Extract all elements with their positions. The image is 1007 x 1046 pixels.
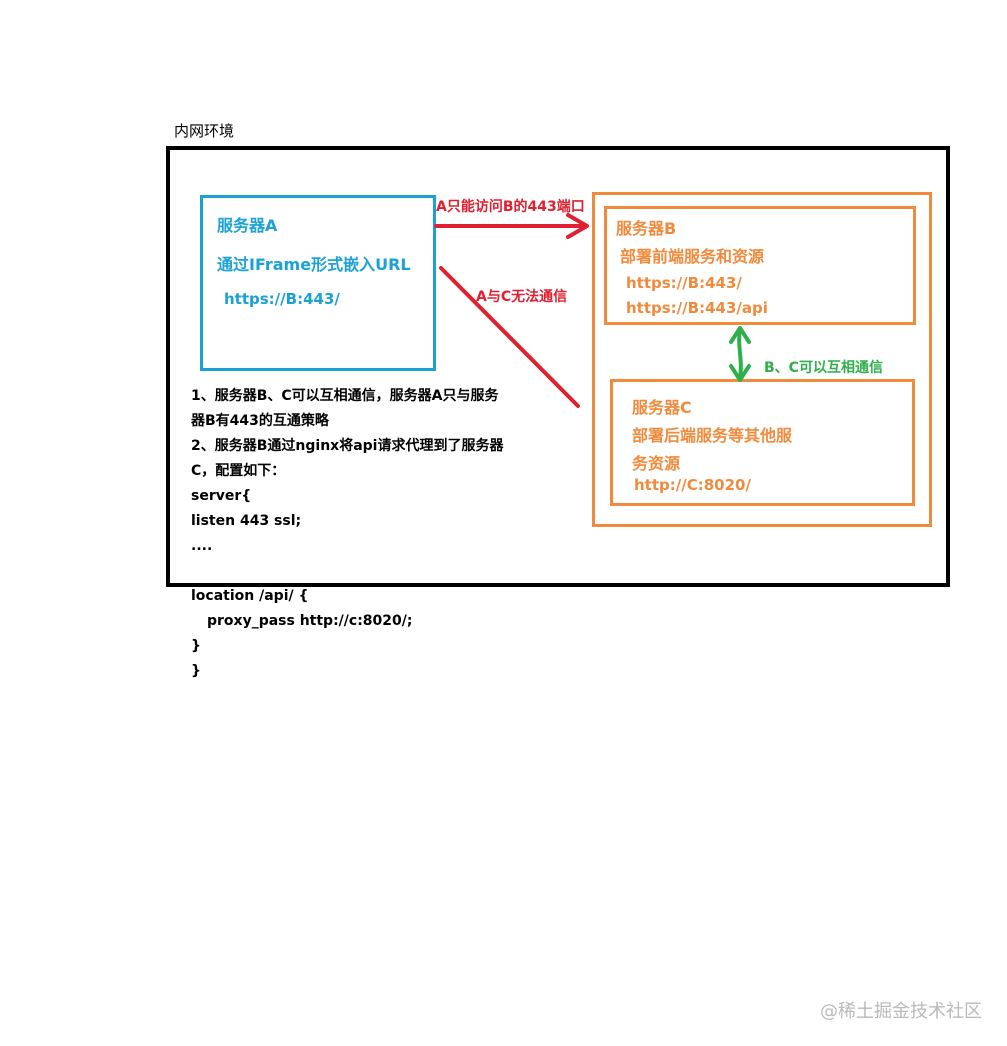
note-line: 1、服务器B、C可以互相通信，服务器A只与服务 [191,388,499,404]
config-line [191,559,503,584]
notes-block: 1、服务器B、C可以互相通信，服务器A只与服务 器B有443的互通策略 2、服务… [191,384,503,684]
server-c-desc-line-2: 务资源 [632,454,681,473]
config-line: location /api/ { [191,588,309,604]
config-line: } [191,638,201,654]
server-b-desc: 部署前端服务和资源 [620,247,765,266]
note-line: 器B有443的互通策略 [191,413,329,429]
edge-label-a-c: A与C无法通信 [476,289,568,305]
arrow-b-c-bidirectional [729,326,751,382]
server-bc-group [592,192,932,527]
environment-label: 内网环境 [174,122,235,140]
server-b-name: 服务器B [616,219,677,238]
server-a-url: https://B:443/ [224,290,340,308]
server-c-desc-line-1: 部署后端服务等其他服 [632,426,793,445]
server-b-box: 服务器B 部署前端服务和资源 https://B:443/ https://B:… [604,206,916,325]
edge-label-a-to-b: A只能访问B的443端口 [436,199,585,215]
line-a-c-blocked [439,266,580,408]
note-line: C，配置如下： [191,463,286,479]
watermark: @稀土掘金技术社区 [820,1001,982,1022]
config-line: .... [191,538,213,554]
server-c-name: 服务器C [632,398,692,417]
config-line: server{ [191,488,252,504]
edge-label-b-c: B、C可以互相通信 [764,360,883,376]
server-a-desc: 通过IFrame形式嵌入URL [217,255,411,274]
arrow-a-to-b [434,213,589,239]
note-line: 2、服务器B通过nginx将api请求代理到了服务器 [191,438,504,454]
config-line: } [191,663,201,679]
server-b-url-1: https://B:443/ [626,274,742,292]
config-line: listen 443 ssl; [191,513,302,529]
server-a-box: 服务器A 通过IFrame形式嵌入URL https://B:443/ [200,195,436,371]
server-c-box: 服务器C 部署后端服务等其他服 务资源 http://C:8020/ [610,379,915,506]
server-c-url: http://C:8020/ [634,476,751,494]
intranet-boundary [166,146,950,587]
config-line: proxy_pass http://c:8020/; [207,613,413,629]
server-b-url-2: https://B:443/api [626,299,768,317]
server-a-name: 服务器A [217,216,278,235]
